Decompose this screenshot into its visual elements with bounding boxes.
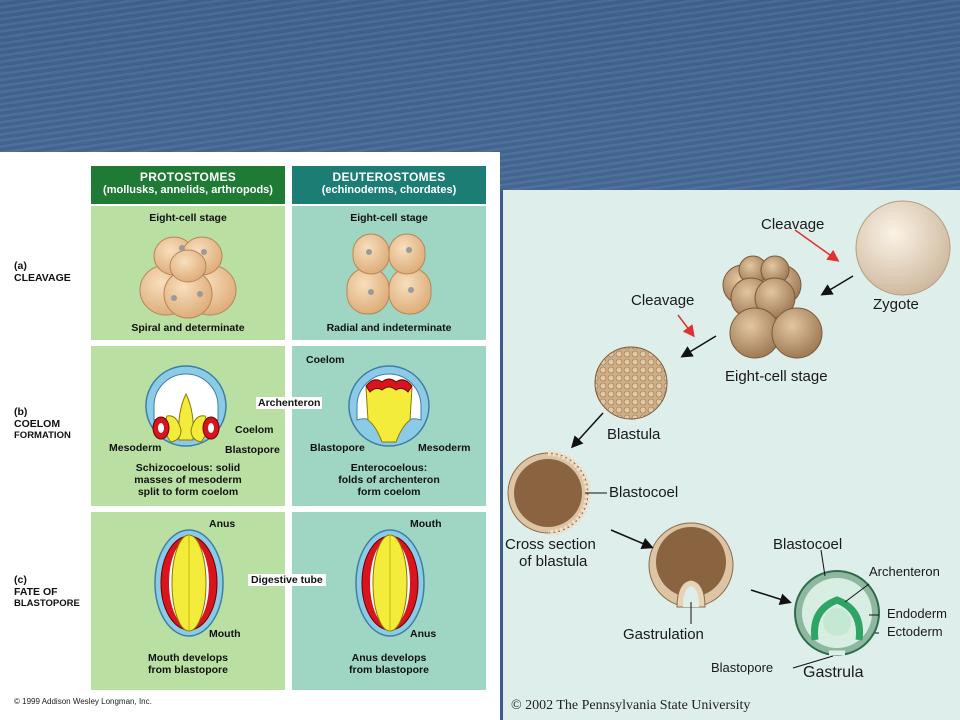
proto-mesoderm-label: Mesoderm <box>109 442 162 454</box>
proto-blastopore-label: Blastopore <box>225 444 280 456</box>
deut-blastopore-panel: Mouth Anus Anus develops from blastopore <box>292 512 486 690</box>
proto-anus-label: Anus <box>209 518 236 530</box>
deut-gastrula-diagram <box>348 365 430 447</box>
blastula-label: Blastula <box>607 426 661 443</box>
ectoderm-label: Ectoderm <box>887 624 943 639</box>
row-b-label: (b) Coelom formation <box>14 406 71 441</box>
blastopore-label-right: Blastopore <box>711 660 774 675</box>
proto-coelom-caption: Schizocoelous: solid masses of mesoderm … <box>134 462 242 498</box>
deuterostomes-subtitle: (echinoderms, chordates) <box>321 184 457 196</box>
deut-mesoderm-label: Mesoderm <box>418 442 471 454</box>
proto-coelom-panel: Mesoderm Coelom Blastopore Schizocoelous… <box>91 346 285 506</box>
gastrula-label: Gastrula <box>803 664 864 681</box>
proto-gastrula-diagram <box>145 365 227 447</box>
development-stages-art <box>507 200 951 669</box>
deut-coelom-panel: Coelom Blastopore Mesoderm Enterocoelous… <box>292 346 486 506</box>
deut-blastopore-caption: Anus develops from blastopore <box>349 652 429 676</box>
proto-eight-cell-embryo <box>139 236 237 319</box>
deuterostomes-header: Deuterostomes (echinoderms, chordates) <box>292 166 486 204</box>
digestive-tube-label: Digestive tube <box>248 574 326 586</box>
deut-cleavage-panel: Eight-cell stage Radial and indeterminat… <box>292 206 486 340</box>
deut-cleavage-caption: Radial and indeterminate <box>326 322 452 334</box>
row-a-label: (a) Cleavage <box>14 260 71 284</box>
protostomes-subtitle: (mollusks, annelids, arthropods) <box>103 184 273 196</box>
deut-mouth-label: Mouth <box>410 518 442 530</box>
zygote-label: Zygote <box>873 296 919 313</box>
proto-cleavage-caption: Spiral and determinate <box>131 322 245 334</box>
endoderm-label: Endoderm <box>887 606 947 621</box>
proto-blastopore-caption: Mouth develops from blastopore <box>148 652 228 676</box>
eight-cell-stage-label: Eight-cell stage <box>725 368 828 385</box>
proto-body-plan-diagram <box>154 529 224 637</box>
gastrulation-label: Gastrulation <box>623 626 704 643</box>
blastocoel-label-2: Blastocoel <box>773 536 843 553</box>
cleavage-label-2: Cleavage <box>631 292 695 309</box>
deut-blastopore-label: Blastopore <box>310 442 365 454</box>
proto-blastopore-panel: Anus Mouth Mouth develops from blastopor… <box>91 512 285 690</box>
protostomes-header: Protostomes (mollusks, annelids, arthrop… <box>91 166 285 204</box>
cleavage-label-1: Cleavage <box>761 216 825 233</box>
archenteron-label: Archenteron <box>256 397 323 409</box>
proto-stage-label: Eight-cell stage <box>149 212 227 224</box>
right-figure-copyright: © 2002 The Pennsylvania State University <box>511 698 751 713</box>
deut-stage-label: Eight-cell stage <box>350 212 428 224</box>
deut-body-plan-diagram <box>355 529 425 637</box>
deut-coelom-label: Coelom <box>306 354 345 366</box>
proto-mouth-label: Mouth <box>209 628 241 640</box>
deut-coelom-caption: Enterocoelous: folds of archenteron form… <box>338 462 440 498</box>
proto-coelom-label: Coelom <box>235 424 274 436</box>
embryo-development-figure: Cleavage Zygote Cleavage Eight-cell stag… <box>500 190 960 720</box>
protostome-deuterostome-figure: Protostomes (mollusks, annelids, arthrop… <box>0 152 500 720</box>
deut-eight-cell-embryo <box>346 233 432 315</box>
cross-section-label: Cross section of blastula <box>505 536 596 570</box>
proto-cleavage-panel: Eight-cell stage Spiral and determinate <box>91 206 285 340</box>
left-figure-copyright: © 1999 Addison Wesley Longman, Inc. <box>14 697 152 706</box>
deuterostomes-title: Deuterostomes <box>332 170 446 184</box>
protostomes-title: Protostomes <box>139 170 237 184</box>
deut-anus-label: Anus <box>410 628 437 640</box>
archenteron-label-right: Archenteron <box>869 564 940 579</box>
row-c-label: (c) Fate of blastopore <box>14 574 80 609</box>
blastocoel-label-1: Blastocoel <box>609 484 679 501</box>
